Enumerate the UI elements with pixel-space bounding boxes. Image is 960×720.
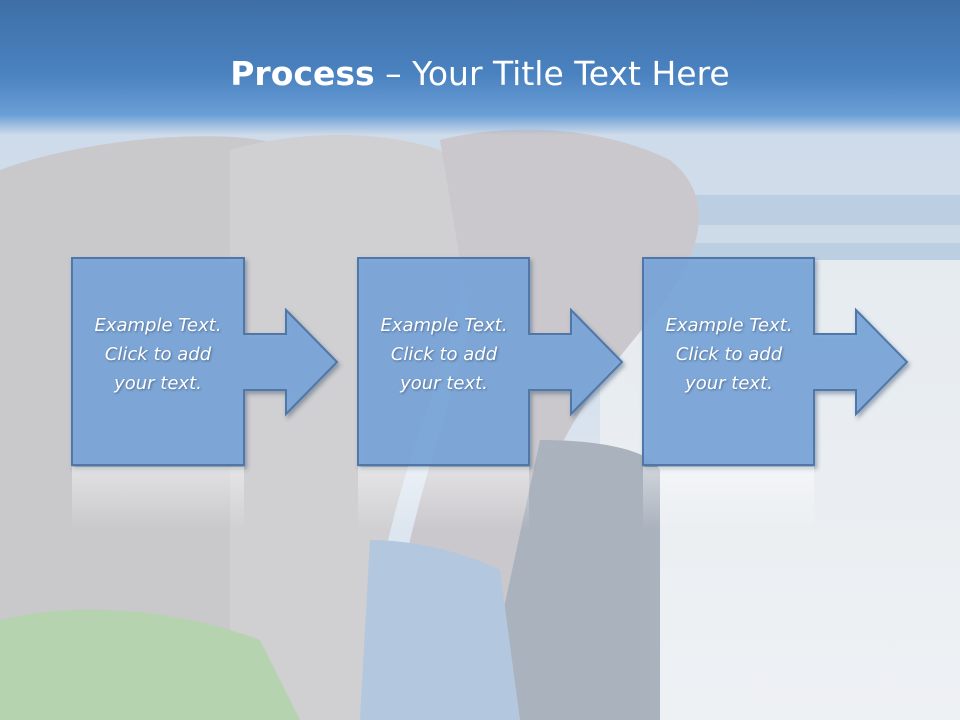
- title-bold: Process: [230, 54, 375, 93]
- step-2-text[interactable]: Example Text. Click to add your text.: [358, 311, 530, 398]
- step-1-line-2: Click to add: [104, 344, 212, 365]
- step-3-line-2: Click to add: [675, 344, 783, 365]
- title-bar: [0, 0, 960, 135]
- step-1-line-1: Example Text.: [94, 315, 222, 336]
- slide-title[interactable]: Process – Your Title Text Here: [0, 52, 960, 96]
- step-2-line-2: Click to add: [390, 344, 498, 365]
- step-3-text[interactable]: Example Text. Click to add your text.: [643, 311, 815, 398]
- step-2-line-1: Example Text.: [380, 315, 508, 336]
- step-2-line-3: your text.: [400, 373, 488, 394]
- step-1-line-3: your text.: [114, 373, 202, 394]
- step-3-line-3: your text.: [685, 373, 773, 394]
- process-step-3[interactable]: [642, 257, 909, 530]
- title-rest: – Your Title Text Here: [374, 54, 730, 93]
- process-step-1[interactable]: [71, 257, 339, 530]
- step-1-text[interactable]: Example Text. Click to add your text.: [72, 311, 244, 398]
- step-3-line-1: Example Text.: [665, 315, 793, 336]
- process-step-2[interactable]: [357, 257, 624, 530]
